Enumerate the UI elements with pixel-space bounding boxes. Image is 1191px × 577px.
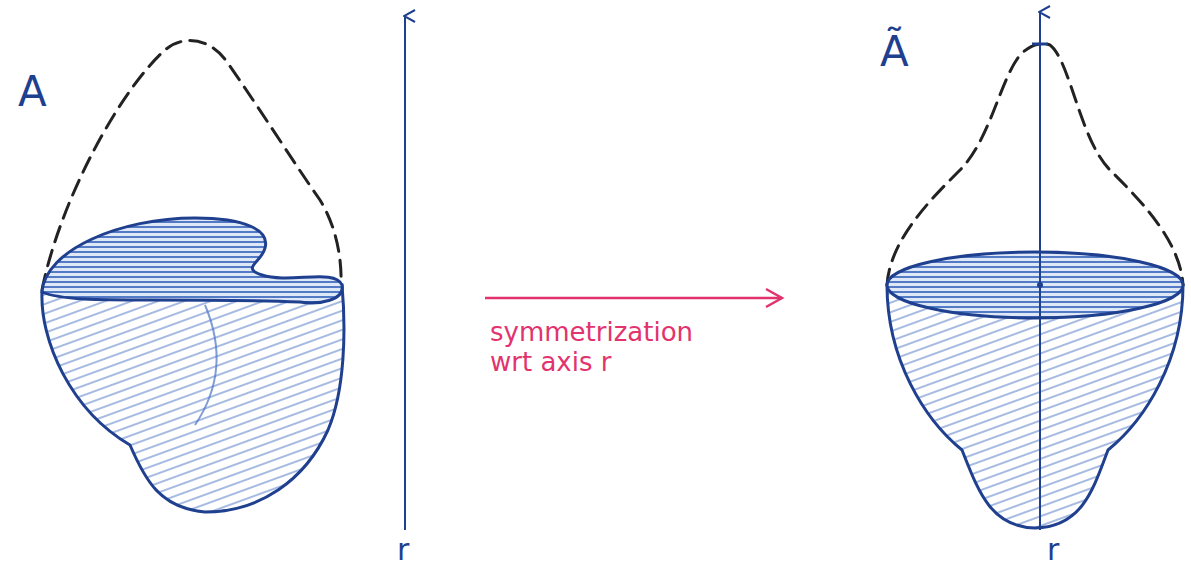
transform-caption: symmetrization wrt axis r: [490, 318, 725, 378]
axis-name: r: [1047, 533, 1059, 568]
axis-line: [1039, 12, 1041, 530]
symmetrized-set-drawing: [887, 44, 1183, 528]
axis-name: r: [397, 533, 409, 568]
set-name: A: [18, 68, 47, 116]
set-a-drawing: [42, 41, 344, 512]
axis-line: [404, 16, 406, 530]
transform-arrow: [485, 297, 782, 300]
set-name: Ã: [880, 28, 909, 76]
